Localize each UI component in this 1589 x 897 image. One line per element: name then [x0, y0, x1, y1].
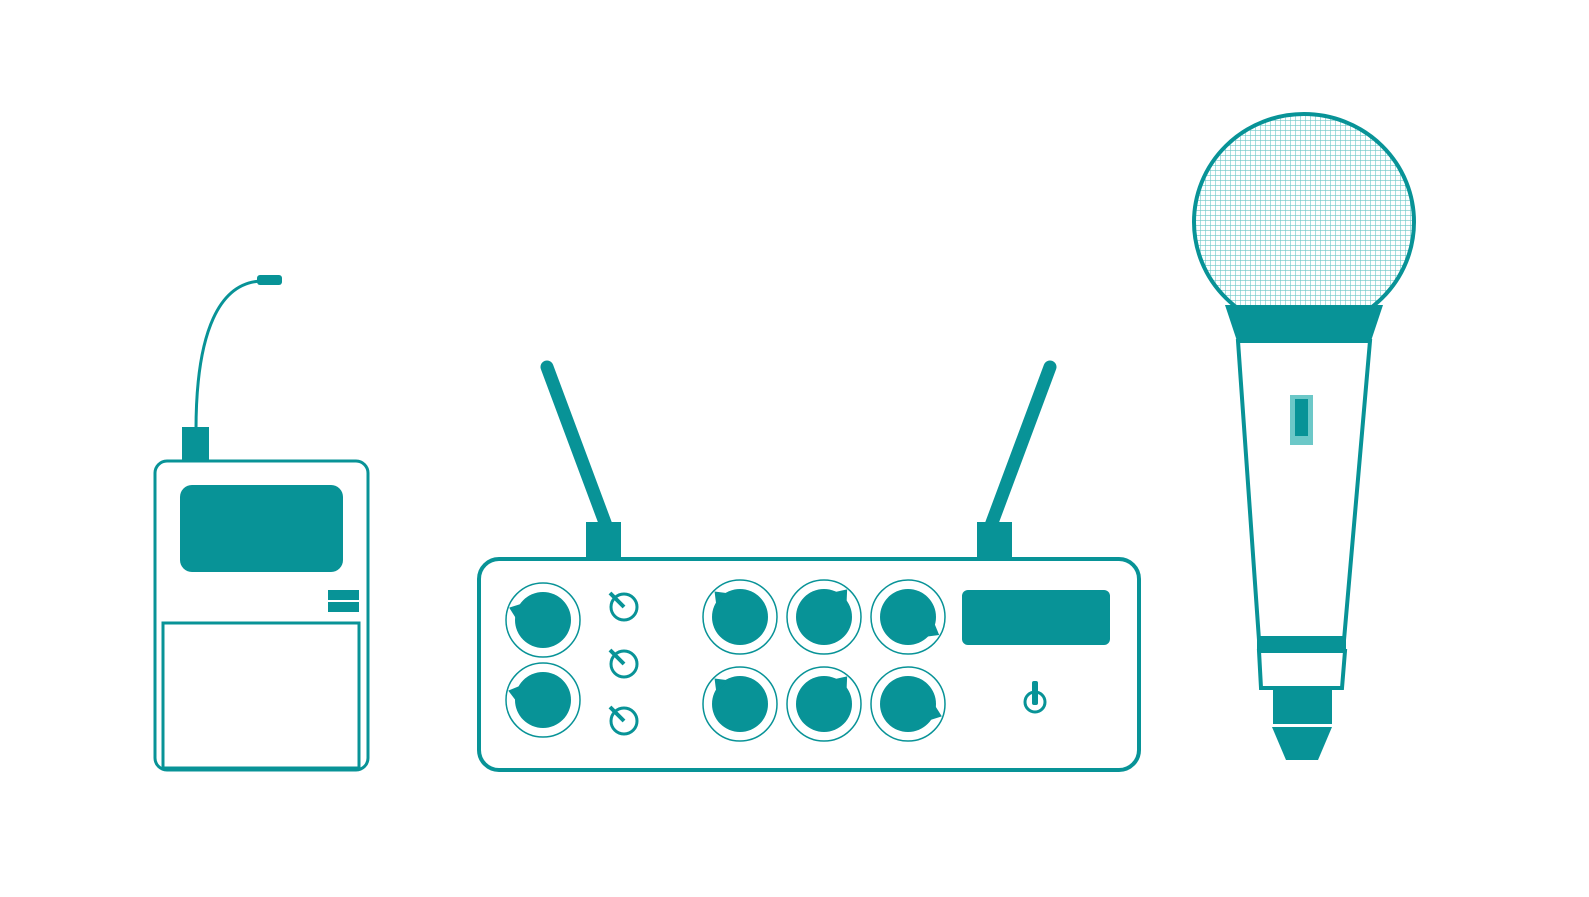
control-knob[interactable]	[786, 666, 862, 742]
antenna-base-right	[977, 522, 1012, 559]
control-knob[interactable]	[870, 579, 946, 655]
control-knob[interactable]	[702, 579, 778, 655]
control-knob[interactable]	[702, 666, 778, 742]
knob-pointer	[714, 591, 730, 607]
power-switch[interactable]	[1023, 681, 1047, 714]
knob-pointer	[832, 589, 848, 605]
bodypack-connector	[182, 427, 209, 461]
knob-pointer	[509, 603, 524, 621]
antenna-left	[540, 360, 614, 535]
mic-band	[1257, 636, 1346, 651]
lavalier-mic-tip	[257, 275, 282, 285]
bodypack-screen	[180, 485, 343, 572]
trim-knob[interactable]	[608, 591, 639, 622]
control-knob[interactable]	[505, 582, 581, 658]
bodypack-battery-panel	[161, 621, 361, 770]
mic-grille-ring	[1225, 305, 1383, 341]
knob-pointer	[714, 678, 730, 694]
receiver-display	[962, 590, 1110, 645]
knob-pointer	[924, 621, 940, 637]
lavalier-cable	[194, 279, 263, 431]
knob-pointer	[832, 676, 848, 692]
bodypack-button[interactable]	[328, 590, 359, 600]
control-knob[interactable]	[786, 579, 862, 655]
mic-bottom-section	[1256, 649, 1348, 690]
mic-connector	[1273, 689, 1332, 724]
antenna-base-left	[586, 522, 621, 559]
bodypack-transmitter-icon	[153, 275, 370, 772]
wireless-receiver-icon	[477, 360, 1141, 772]
control-knob[interactable]	[505, 662, 581, 738]
knob-pointer	[508, 685, 522, 703]
bodypack-button[interactable]	[328, 602, 359, 612]
mic-grille	[1192, 112, 1416, 332]
trim-knob[interactable]	[608, 705, 639, 736]
trim-knob[interactable]	[608, 648, 639, 679]
mic-switch-slider	[1295, 399, 1308, 436]
antenna-right	[983, 360, 1057, 535]
mic-handle	[1235, 339, 1373, 642]
mic-connector-tip	[1272, 727, 1332, 760]
handheld-microphone-icon	[1192, 112, 1416, 760]
control-knob[interactable]	[870, 666, 946, 742]
knob-pointer	[927, 703, 942, 721]
